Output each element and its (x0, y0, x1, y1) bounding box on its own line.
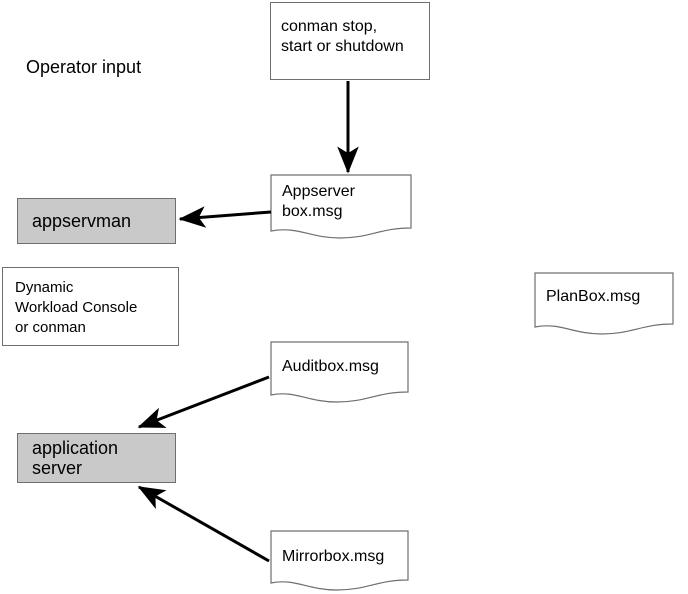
node-appserver-box-msg[interactable]: Appserver box.msg (270, 174, 412, 240)
node-mirrorbox-msg-label: Mirrorbox.msg (282, 548, 385, 565)
document-shape-icon (270, 530, 409, 591)
document-shape-icon (534, 272, 674, 335)
node-application-server-label: application server (32, 438, 119, 478)
edge-appserverbox-to-appservman (178, 206, 272, 228)
document-shape-icon (270, 174, 412, 239)
node-auditbox-msg-label: Auditbox.msg (282, 358, 379, 375)
node-planbox-msg[interactable]: PlanBox.msg (534, 272, 674, 336)
node-appservman[interactable]: appservman (17, 198, 176, 244)
document-shape-icon (270, 341, 409, 403)
node-conman-command[interactable]: conman stop, start or shutdown (270, 2, 430, 80)
node-mirrorbox-msg[interactable]: Mirrorbox.msg (270, 530, 409, 592)
operator-input-label: Operator input (26, 57, 142, 77)
node-appservman-label: appservman (32, 211, 132, 231)
node-planbox-msg-label: PlanBox.msg (546, 288, 641, 305)
node-dwc-or-conman-label: Dynamic Workload Console or conman (15, 279, 138, 336)
node-application-server[interactable]: application server (17, 433, 176, 483)
edge-mirrorbox-to-application-server (137, 485, 270, 563)
node-appserver-box-msg-label: Appserver box.msg (282, 183, 355, 220)
node-auditbox-msg[interactable]: Auditbox.msg (270, 341, 409, 404)
edge-auditbox-to-application-server (137, 375, 270, 429)
node-conman-command-label: conman stop, start or shutdown (281, 18, 404, 55)
node-dwc-or-conman[interactable]: Dynamic Workload Console or conman (2, 267, 179, 346)
